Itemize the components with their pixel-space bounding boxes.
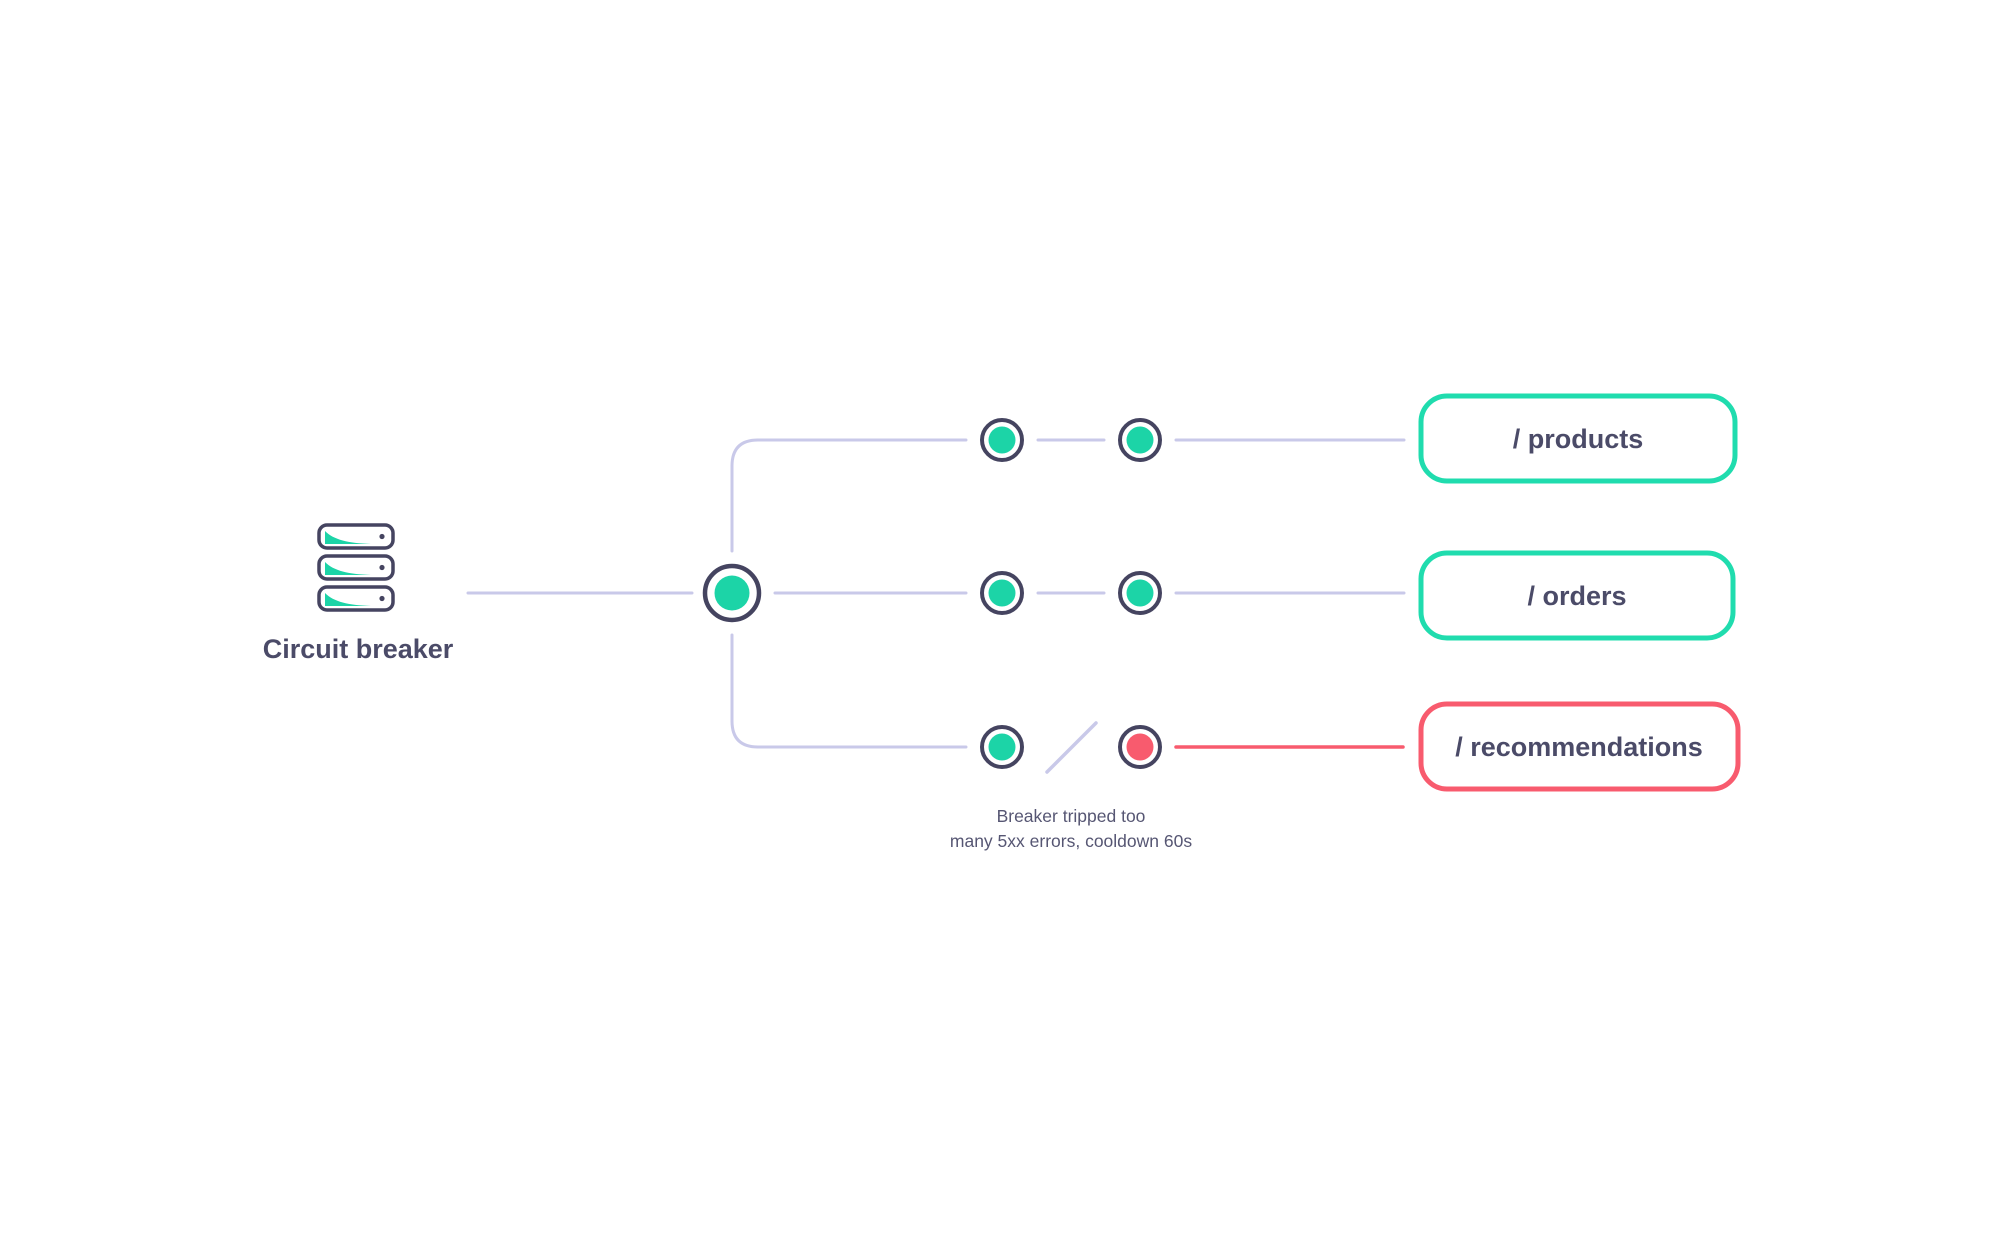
server-led-dot (379, 533, 385, 540)
endpoint-box-orders (1418, 550, 1736, 641)
source-label: Circuit breaker (263, 634, 454, 664)
health-node-error (1118, 725, 1162, 769)
endpoint-box-recommendations (1418, 701, 1741, 792)
health-node-ok (1118, 571, 1162, 615)
server-led-dot (379, 564, 385, 571)
broken-connection-slash (1045, 721, 1098, 774)
hub-node-status-dot (714, 575, 750, 611)
health-node-ok (1118, 418, 1162, 462)
server-stack-icon (317, 523, 395, 612)
route-orders: / orders (980, 550, 1736, 641)
node-status-dot (1126, 426, 1154, 454)
connector-hub-route-recommendations (730, 633, 968, 749)
server-spark (325, 562, 371, 575)
node-status-dot (1126, 733, 1154, 761)
endpoint-label-orders: / orders (1527, 581, 1626, 611)
breaker-note-line2: many 5xx errors, cooldown 60s (950, 831, 1192, 851)
health-node-ok (980, 418, 1024, 462)
route-recommendations: / recommendations Breaker tripped too ma… (950, 701, 1741, 851)
node-status-dot (988, 426, 1016, 454)
connector-hub-route-products (730, 438, 968, 553)
breaker-note-line1: Breaker tripped too (997, 806, 1146, 826)
node-status-dot (988, 733, 1016, 761)
server-spark (325, 531, 371, 544)
endpoint-label-products: / products (1513, 424, 1644, 454)
server-spark (325, 593, 371, 606)
hub-node (702, 563, 762, 623)
health-node-ok (980, 725, 1024, 769)
server-led-dot (379, 595, 385, 602)
node-status-dot (1126, 579, 1154, 607)
node-status-dot (988, 579, 1016, 607)
endpoint-box-products (1418, 393, 1738, 484)
health-node-ok (980, 571, 1024, 615)
endpoint-label-recommendations: / recommendations (1455, 732, 1703, 762)
route-products: / products (980, 393, 1738, 484)
